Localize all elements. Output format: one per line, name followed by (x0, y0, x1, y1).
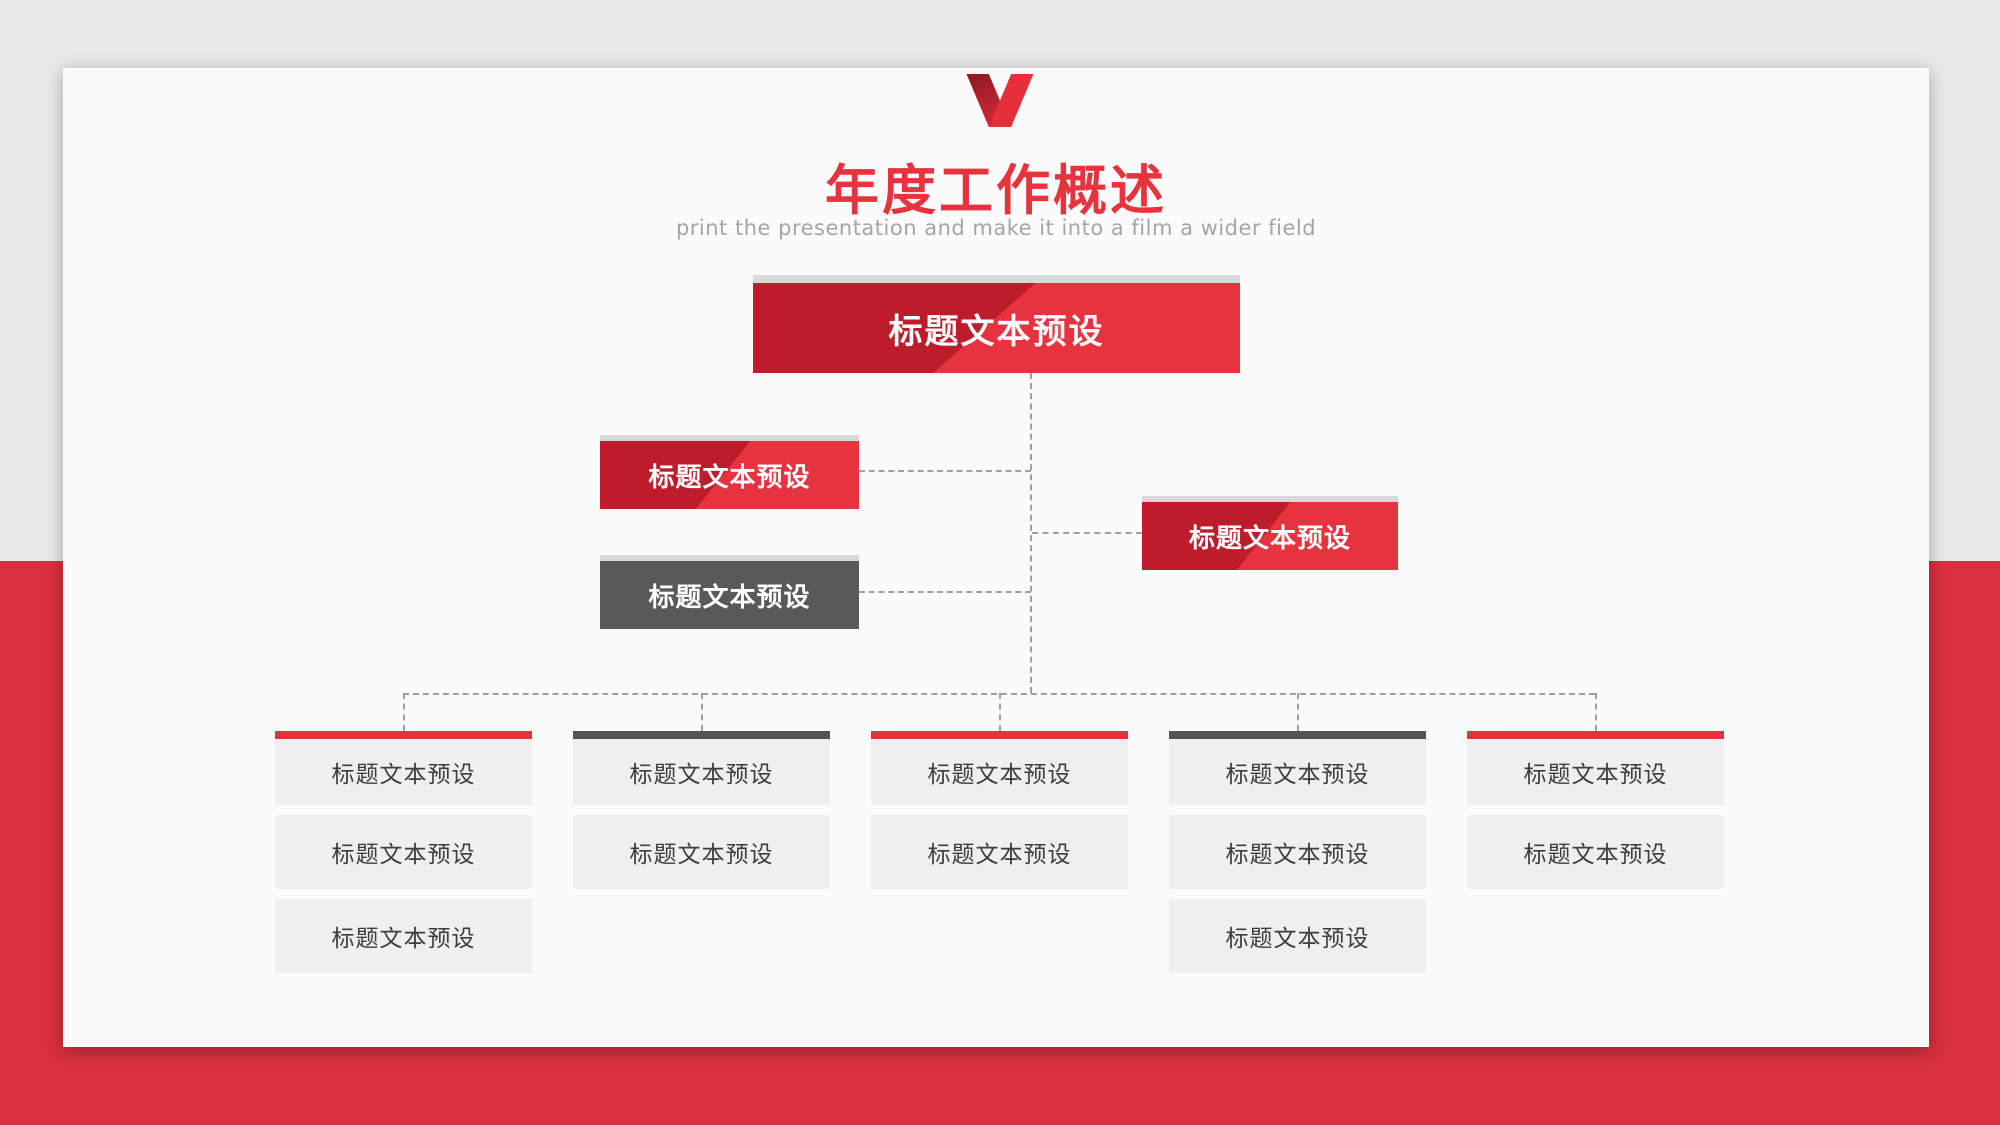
org-cell: 标题文本预设 (1467, 739, 1724, 805)
org-box-mid-left-bottom: 标题文本预设 (600, 555, 859, 629)
connector-stub-col2 (701, 693, 703, 731)
org-cell: 标题文本预设 (1169, 815, 1426, 889)
org-box-label: 标题文本预设 (888, 311, 1105, 352)
org-box-label: 标题文本预设 (648, 582, 811, 613)
org-cell: 标题文本预设 (573, 739, 830, 805)
org-box-root: 标题文本预设 (753, 275, 1240, 373)
connector-stub-col4 (1297, 693, 1299, 731)
column-bar-red (275, 731, 532, 739)
column-bar-red (1467, 731, 1724, 739)
org-box-label: 标题文本预设 (1188, 523, 1351, 554)
org-cell: 标题文本预设 (1467, 815, 1724, 889)
connector-branch-right (1032, 532, 1142, 534)
org-cell: 标题文本预设 (275, 899, 532, 973)
box-top-strip (753, 275, 1240, 283)
column-bar-red (871, 731, 1128, 739)
v-logo-icon (962, 74, 1038, 127)
org-column-2: 标题文本预设 标题文本预设 (573, 731, 830, 889)
org-cell: 标题文本预设 (1169, 739, 1426, 805)
box-top-strip (600, 435, 859, 441)
connector-stub-col5 (1595, 693, 1597, 731)
connector-vertical-main (1030, 373, 1032, 693)
org-box-label: 标题文本预设 (648, 462, 811, 493)
column-bar-dark (573, 731, 830, 739)
box-top-strip (1142, 496, 1398, 502)
page-title: 年度工作概述 (825, 159, 1167, 222)
org-cell: 标题文本预设 (573, 815, 830, 889)
connector-stub-col1 (403, 693, 405, 731)
org-box-mid-right: 标题文本预设 (1142, 496, 1398, 570)
connector-branch-left-bottom (859, 591, 1031, 593)
org-cell: 标题文本预设 (1169, 899, 1426, 973)
org-column-1: 标题文本预设 标题文本预设 标题文本预设 (275, 731, 532, 973)
page-subtitle: print the presentation and make it into … (675, 216, 1317, 240)
org-column-3: 标题文本预设 标题文本预设 (871, 731, 1128, 889)
org-cell: 标题文本预设 (275, 739, 532, 805)
org-box-mid-left-top: 标题文本预设 (600, 435, 859, 509)
org-cell: 标题文本预设 (871, 815, 1128, 889)
box-top-strip (600, 555, 859, 561)
org-cell: 标题文本预设 (871, 739, 1128, 805)
presentation-slide: 年度工作概述 print the presentation and make i… (63, 68, 1929, 1047)
org-column-4: 标题文本预设 标题文本预设 标题文本预设 (1169, 731, 1426, 973)
org-column-5: 标题文本预设 标题文本预设 (1467, 731, 1724, 889)
connector-stub-col3 (999, 693, 1001, 731)
connector-branch-left-top (859, 470, 1031, 472)
column-bar-dark (1169, 731, 1426, 739)
org-cell: 标题文本预设 (275, 815, 532, 889)
